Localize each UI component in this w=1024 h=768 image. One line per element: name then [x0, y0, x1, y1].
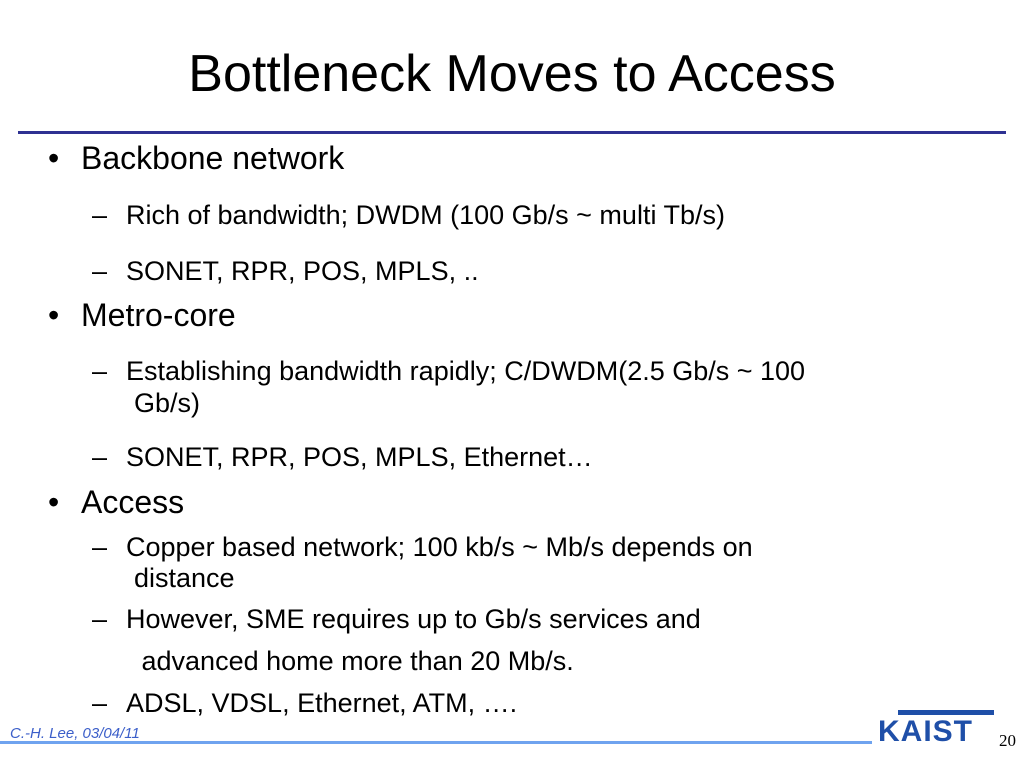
- sub-bullet-text: However, SME requires up to Gb/s service…: [126, 604, 701, 634]
- bullet-marker: •: [48, 297, 60, 333]
- kaist-logo-bar: [898, 710, 994, 715]
- sub-bullet-text: SONET, RPR, POS, MPLS, Ethernet…: [126, 442, 593, 472]
- sub-bullet-text: Copper based network; 100 kb/s ~ Mb/s de…: [126, 532, 753, 562]
- bullet-marker: •: [48, 484, 60, 520]
- sub-bullet-continuation: advanced home more than 20 Mb/s.: [134, 646, 574, 676]
- footer-author-date: C.-H. Lee, 03/04/11: [10, 725, 140, 742]
- sub-bullet-marker: –: [92, 532, 108, 562]
- sub-bullet-text: Establishing bandwidth rapidly; C/DWDM(2…: [126, 356, 806, 386]
- sub-bullet-marker: –: [92, 688, 108, 718]
- kaist-logo: KAIST: [878, 710, 994, 746]
- bullet-marker: •: [48, 140, 60, 176]
- sub-bullet-marker: –: [92, 442, 108, 472]
- footer-rule: [0, 741, 872, 744]
- sub-bullet-text: ADSL, VDSL, Ethernet, ATM, ….: [126, 688, 518, 718]
- sub-bullet-text: SONET, RPR, POS, MPLS, ..: [126, 256, 479, 286]
- sub-bullet-marker: –: [92, 604, 108, 634]
- bullet-label: Metro-core: [81, 297, 236, 333]
- sub-bullet-marker: –: [92, 256, 108, 286]
- title-underline: [18, 131, 1006, 134]
- sub-bullet-marker: –: [92, 200, 108, 230]
- kaist-logo-text: KAIST: [878, 715, 973, 746]
- sub-bullet-continuation: Gb/s): [134, 388, 201, 418]
- sub-bullet-text: Rich of bandwidth; DWDM (100 Gb/s ~ mult…: [126, 200, 725, 230]
- bullet-label: Access: [81, 484, 185, 520]
- slide-title: Bottleneck Moves to Access: [188, 45, 836, 103]
- sub-bullet-continuation: distance: [134, 563, 235, 593]
- bullet-label: Backbone network: [81, 140, 345, 176]
- page-number: 20: [999, 731, 1016, 750]
- sub-bullet-marker: –: [92, 356, 108, 386]
